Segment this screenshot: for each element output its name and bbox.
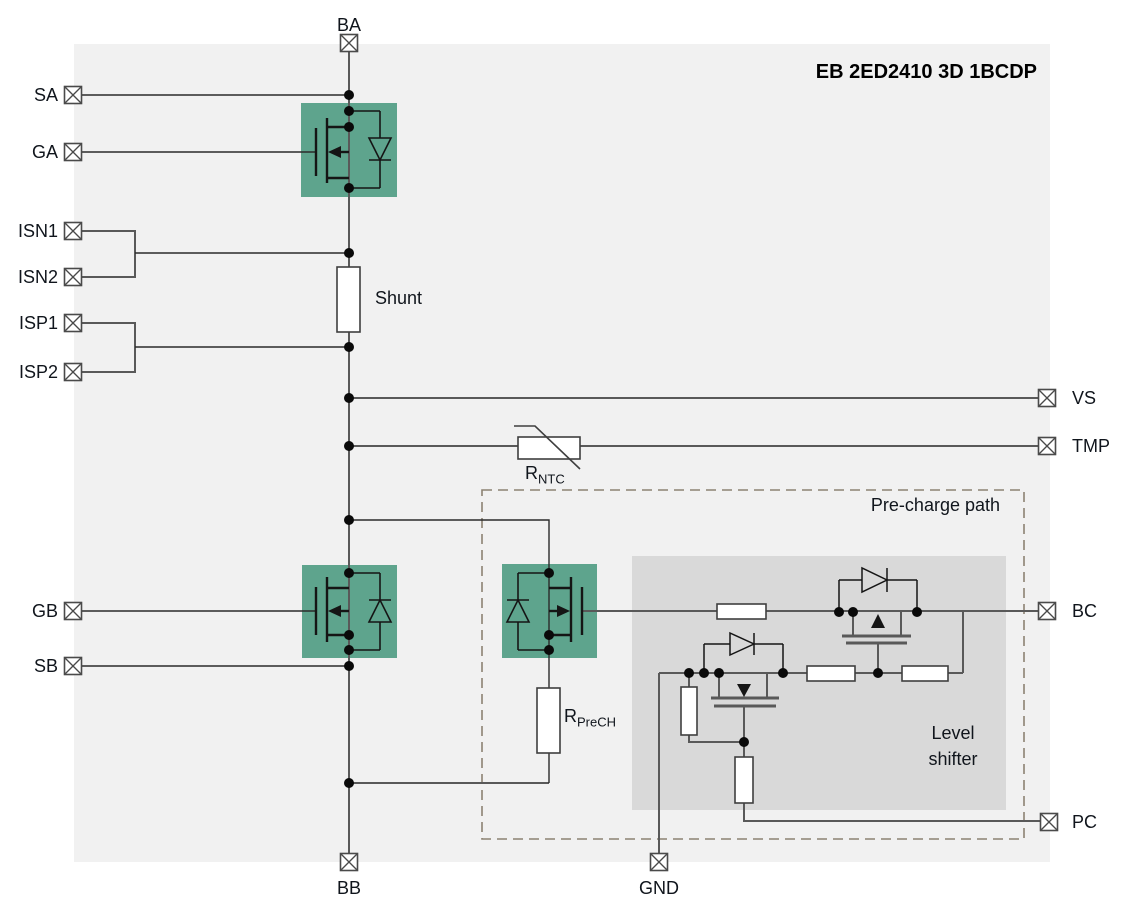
terminal-ba-icon [339, 33, 359, 53]
terminal-ba-label: BA [336, 15, 361, 35]
ls-resistor-3 [901, 665, 949, 682]
ntc-diagonal-stroke [514, 425, 581, 470]
terminal-vs-label: VS [1072, 388, 1097, 408]
body-diode-a [349, 110, 393, 189]
precharge-path-region [481, 489, 1025, 840]
terminal-sb-icon [63, 656, 83, 676]
ls-transistor-bars [711, 634, 911, 708]
rprech-label: RPreCH [564, 706, 617, 730]
terminal-isp2-icon [63, 362, 83, 382]
precharge-resistor [536, 687, 561, 754]
terminal-sa-icon [63, 85, 83, 105]
mosfet-precharge-symbol [505, 572, 584, 651]
terminal-bc-icon [1037, 601, 1057, 621]
terminal-gnd-label: GND [639, 878, 679, 898]
level-shifter-label: Level shifter [928, 723, 978, 769]
ls-resistor-4 [680, 686, 698, 736]
terminal-ga-label: GA [31, 142, 58, 162]
shunt-label: Shunt [375, 288, 423, 308]
body-diode-precharge [505, 572, 549, 651]
terminal-isp1-label: ISP1 [18, 313, 58, 333]
rntc-label: RNTC [525, 463, 565, 487]
ls-diode-upper [838, 566, 918, 612]
shunt-resistor [336, 266, 361, 333]
terminal-bc-label: BC [1072, 601, 1098, 621]
terminal-sa-label: SA [33, 85, 58, 105]
terminal-isn1-icon [63, 221, 83, 241]
wires-signal [82, 94, 550, 783]
terminal-tmp-icon [1037, 436, 1057, 456]
terminal-sb-label: SB [33, 656, 58, 676]
terminal-pc-icon [1039, 812, 1059, 832]
terminal-tmp-label: TMP [1072, 436, 1110, 456]
terminal-gb-label: GB [31, 601, 58, 621]
terminal-isn2-icon [63, 267, 83, 287]
level-shifter-region [632, 556, 1006, 810]
ls-resistor-2 [806, 665, 856, 682]
terminal-gb-icon [63, 601, 83, 621]
terminal-pc-label: PC [1072, 812, 1098, 832]
ls-resistor-1 [716, 603, 767, 620]
terminal-bb-label: BB [336, 878, 361, 898]
ls-lower-fet-arrow [737, 684, 751, 697]
terminal-isp2-label: ISP2 [18, 362, 58, 382]
ls-resistor-5 [734, 756, 754, 804]
terminal-vs-icon [1037, 388, 1057, 408]
mosfet-b-symbol [314, 572, 393, 651]
terminal-gnd-icon [649, 852, 669, 872]
junction-dots [344, 90, 922, 788]
precharge-path-label: Pre-charge path [870, 495, 1000, 515]
terminal-ga-icon [63, 142, 83, 162]
body-diode-b [349, 572, 393, 651]
ls-upper-fet-arrow [871, 614, 885, 628]
board-title: EB 2ED2410 3D 1BCDP [815, 61, 1037, 83]
terminal-isp1-icon [63, 313, 83, 333]
mosfet-a-symbol [314, 110, 393, 189]
terminal-isn2-label: ISN2 [17, 267, 58, 287]
terminal-isn1-label: ISN1 [17, 221, 58, 241]
terminal-bb-icon [339, 852, 359, 872]
